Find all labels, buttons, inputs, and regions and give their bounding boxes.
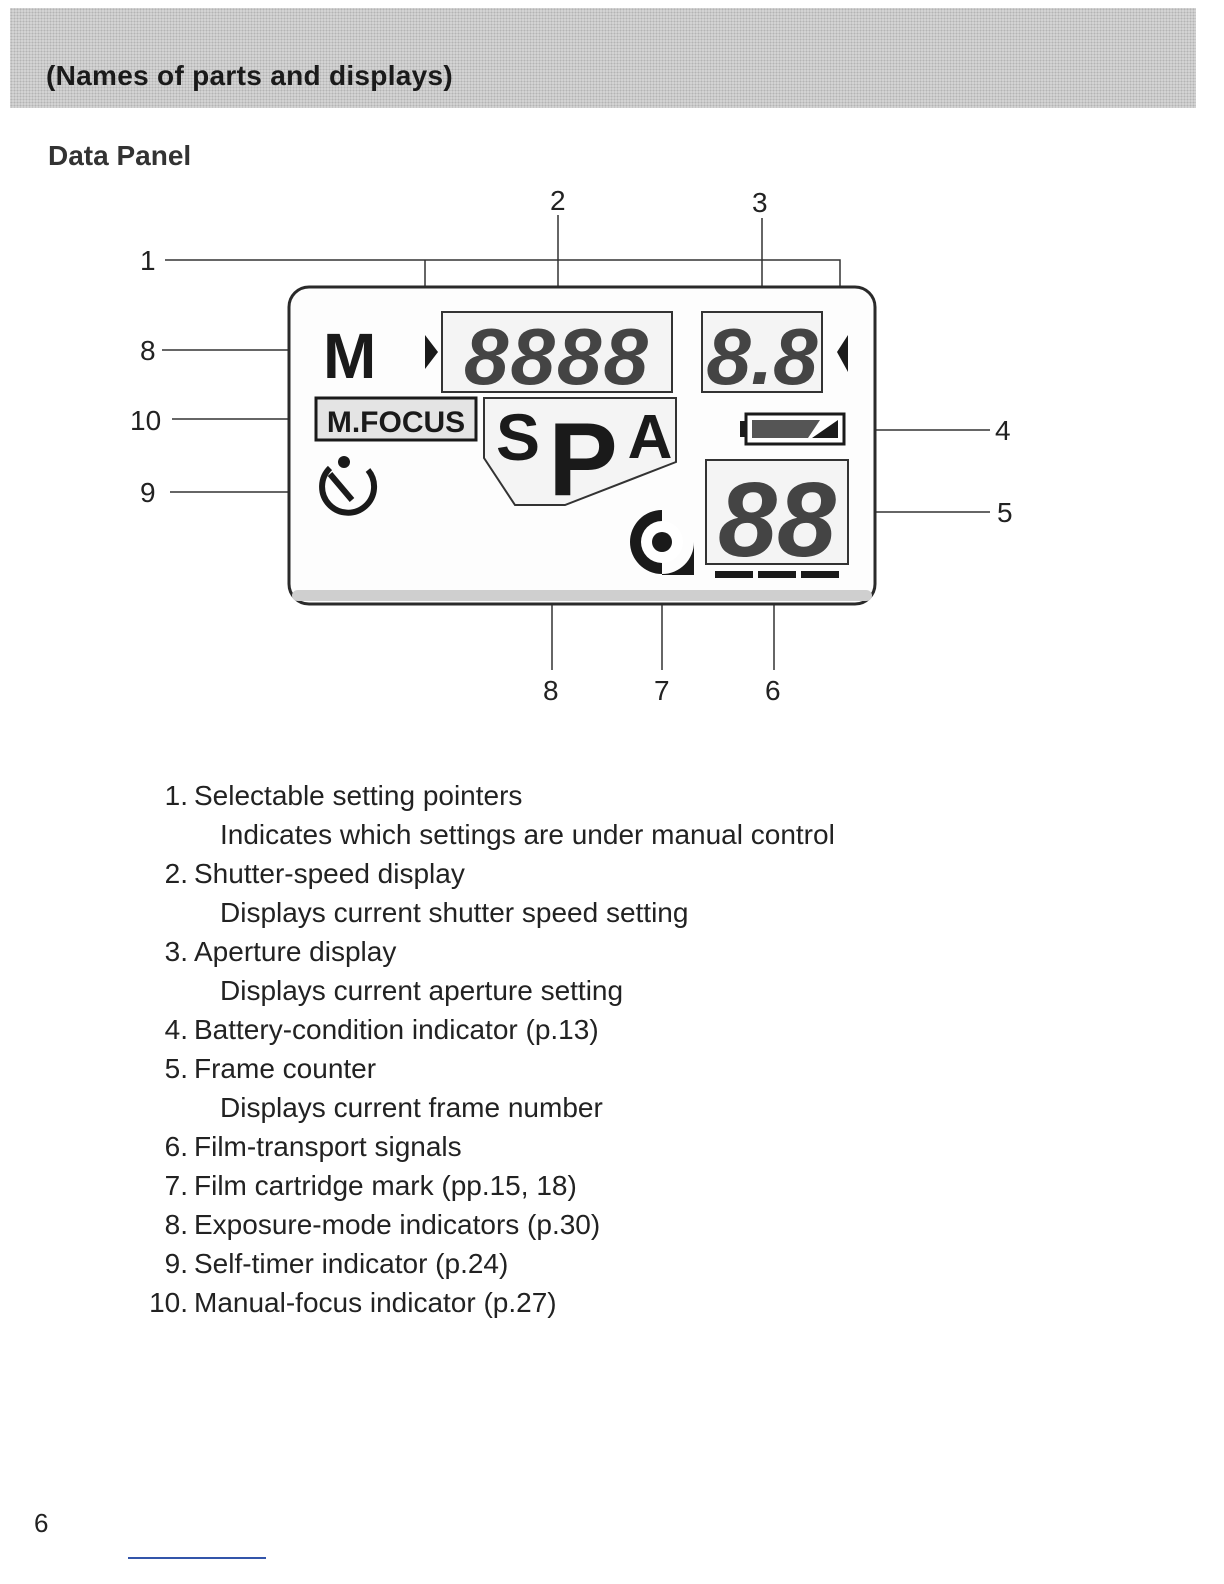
left-pointer-icon	[425, 335, 438, 369]
lcd-panel-bottom-shade	[292, 590, 872, 601]
callout-9: 9	[140, 477, 156, 508]
exposure-mode-p: P	[548, 402, 617, 518]
list-item-description: Indicates which settings are under manua…	[220, 819, 835, 850]
parts-list: 1.Selectable setting pointers Indicates …	[130, 776, 1030, 1322]
list-item: 3.Aperture display	[164, 936, 397, 967]
exposure-mode-a: A	[628, 403, 673, 472]
shutter-speed-digits: 8888	[464, 312, 650, 401]
section-heading: (Names of parts and displays)	[46, 60, 454, 91]
list-item: 5.Frame counter	[164, 1053, 377, 1084]
callout-2: 2	[550, 185, 566, 216]
data-panel-title: Data Panel	[48, 140, 192, 171]
battery-icon	[740, 412, 846, 446]
list-item-description: Displays current frame number	[220, 1092, 603, 1123]
callout-5: 5	[997, 497, 1013, 528]
list-item-description: Displays current shutter speed setting	[220, 897, 689, 928]
film-cartridge-icon	[630, 510, 694, 575]
manual-focus-badge-label: M.FOCUS	[327, 406, 465, 439]
aperture-box	[701, 311, 823, 393]
shutter-speed-box	[441, 311, 673, 393]
callout-3: 3	[752, 187, 768, 218]
frame-counter-box	[705, 459, 849, 565]
manual-mode-letter: M	[323, 320, 376, 392]
list-item: 7.Film cartridge mark (pp.15, 18)	[164, 1170, 577, 1201]
aperture-digits: 8.8	[706, 312, 818, 401]
section-banner: (Names of parts and displays)	[10, 8, 1196, 108]
list-item: 6.Film-transport signals	[164, 1131, 462, 1162]
callout-8-top: 8	[140, 335, 156, 366]
list-item: 9.Self-timer indicator (p.24)	[164, 1248, 509, 1279]
film-transport-signals	[715, 571, 839, 578]
list-item: 10.Manual-focus indicator (p.27)	[149, 1287, 557, 1318]
callout-7: 7	[654, 675, 670, 706]
data-panel-diagram: M 8888 8.8 M.FOCUS S P A 88	[130, 185, 1013, 706]
callout-4: 4	[995, 415, 1011, 446]
list-item-description: Displays current aperture setting	[220, 975, 624, 1006]
frame-counter-digits: 88	[718, 461, 836, 579]
manual-focus-badge	[314, 396, 478, 442]
footer-rule	[128, 1557, 266, 1559]
callout-10: 10	[130, 405, 161, 436]
list-item: 4.Battery-condition indicator (p.13)	[164, 1014, 599, 1045]
self-timer-icon	[319, 456, 378, 516]
callout-8-bottom: 8	[543, 675, 559, 706]
callout-1: 1	[140, 245, 156, 276]
list-item: 8.Exposure-mode indicators (p.30)	[164, 1209, 601, 1240]
exposure-mode-s: S	[496, 400, 540, 474]
exposure-mode-frame	[483, 397, 677, 506]
list-item: 2.Shutter-speed display	[164, 858, 465, 889]
callout-6: 6	[765, 675, 781, 706]
right-pointer-icon	[837, 335, 848, 372]
list-item: 1.Selectable setting pointers	[164, 780, 523, 811]
page-number: 6	[34, 1508, 49, 1538]
